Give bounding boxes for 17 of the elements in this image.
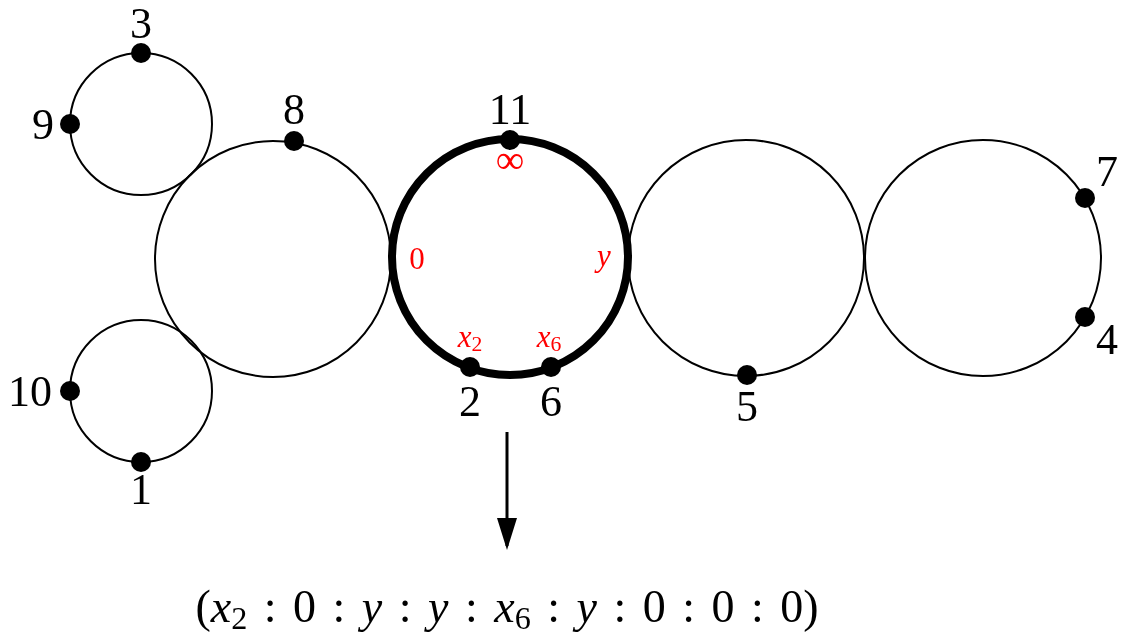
point-label: 11 <box>488 88 532 132</box>
coordinate-label: x$_{6}$ <box>536 320 562 352</box>
point-label: 7 <box>1096 150 1118 194</box>
point-label: 4 <box>1096 318 1118 362</box>
coordinate-label: ∞ <box>495 140 525 180</box>
point-label: 8 <box>283 88 305 132</box>
point-label: 1 <box>130 468 152 512</box>
arrow <box>497 432 517 550</box>
point-label: 10 <box>8 370 52 414</box>
coordinate-tuple: (x$_{2}$ : 0 : y : y : x$_{6}$ : y : 0 : 0 : 0) <box>195 584 819 630</box>
point-label: 3 <box>130 2 152 46</box>
point-label: 5 <box>736 385 758 429</box>
coordinate-label: x$_{2}$ <box>457 320 483 352</box>
coordinate-label: 0 <box>409 242 425 274</box>
point-label: 6 <box>540 380 562 424</box>
point-label: 2 <box>459 380 481 424</box>
point-label: 9 <box>32 103 54 147</box>
